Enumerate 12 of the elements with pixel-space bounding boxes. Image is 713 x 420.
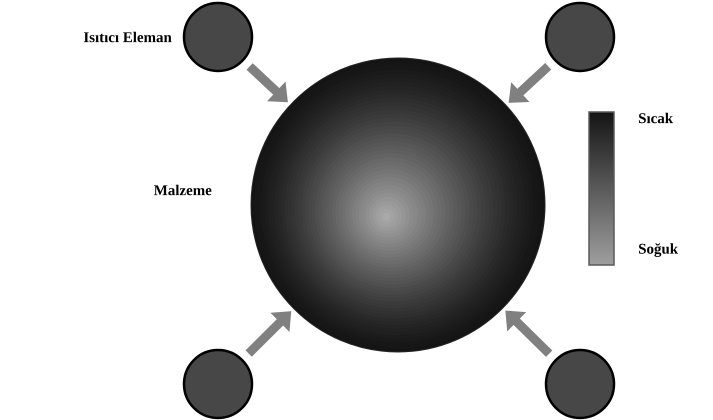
arrow [246,63,288,102]
heater-circle [182,2,254,72]
node-caption: Malzeme [154,184,212,196]
heater-circle [544,348,616,420]
node-caption: Isıtıcı Eleman [84,32,172,42]
sphere [250,58,546,352]
heater-circle [182,348,254,420]
heater-circle [544,2,616,72]
arrow [508,63,552,103]
arrow [246,311,292,357]
scale-label: Sıcak [639,112,674,124]
scale-label: Soğuk [639,243,678,257]
